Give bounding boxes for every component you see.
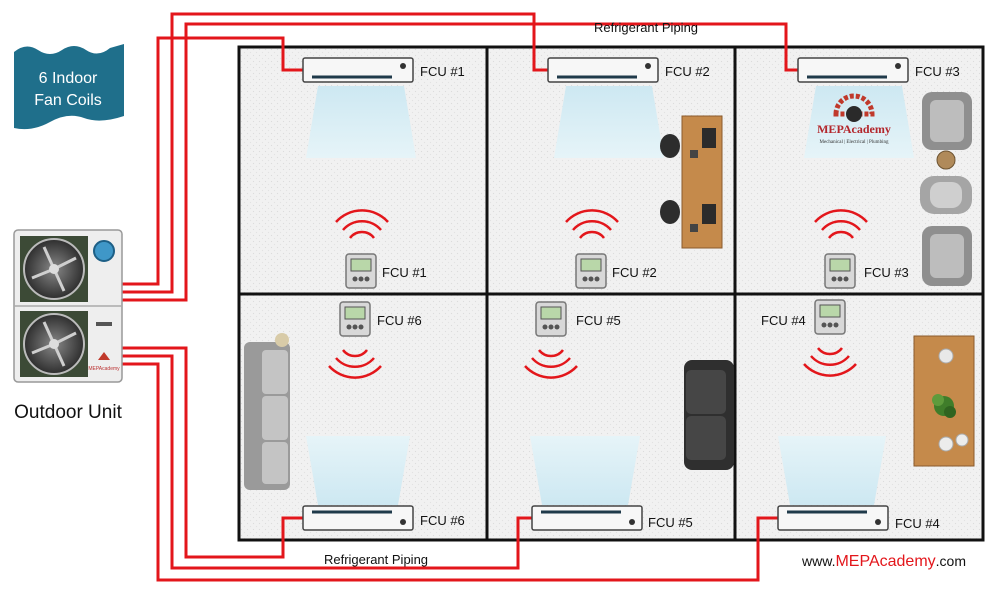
website-prefix: www. [801, 553, 835, 569]
wireless-signal-icon [565, 209, 619, 239]
thermostat-2: FCU #2 [565, 209, 657, 289]
brand-badge-icon [93, 240, 115, 262]
airflow-cone-2 [554, 86, 664, 158]
vase-icon [938, 348, 954, 364]
banner-line2: Fan Coils [34, 92, 102, 109]
thermostat-4: FCU #4 [761, 299, 857, 377]
outdoor-unit-brand: MEPAcademy [88, 366, 120, 372]
wireless-signal-icon [328, 349, 382, 379]
fan-coil-unit-1 [302, 57, 414, 83]
thermostat-label-3: FCU #3 [864, 265, 909, 280]
fcu-label-4: FCU #4 [895, 516, 940, 531]
fcu-label-1: FCU #1 [420, 64, 465, 79]
thermostat-1: FCU #1 [335, 209, 427, 289]
fcu-label-3: FCU #3 [915, 64, 960, 79]
office-chair-icon [660, 200, 680, 224]
fan-coil-unit-5 [531, 505, 643, 531]
thermostat-label-5: FCU #5 [576, 313, 621, 328]
airflow-cone-1 [306, 86, 416, 158]
nameplate [96, 322, 112, 326]
thermostat-label-2: FCU #2 [612, 265, 657, 280]
logo-name: MEPAcademy [817, 122, 891, 136]
fcu-bottom-row [302, 505, 889, 531]
fcu-label-2: FCU #2 [665, 64, 710, 79]
sofa [244, 333, 290, 490]
fcu-labels: FCU #1 FCU #2 FCU #3 FCU #6 FCU #5 FCU #… [420, 64, 960, 531]
decor-ball-icon [938, 436, 954, 452]
decor-ball-icon [955, 433, 969, 447]
airflow-cone-6 [306, 436, 410, 505]
banner-shape [14, 44, 124, 130]
logo-tagline: Mechanical | Electrical | Plumbing [820, 140, 889, 145]
banner: 6 Indoor Fan Coils [14, 44, 124, 130]
mepacademy-logo: MEPAcademy Mechanical | Electrical | Plu… [817, 93, 891, 145]
thermostat-label-1: FCU #1 [382, 265, 427, 280]
airflow-cone-3 [804, 86, 914, 158]
fcu-top-row [302, 57, 909, 83]
gear-logo-icon [833, 93, 875, 117]
fan-coil-unit-4 [777, 505, 889, 531]
console-table [913, 335, 975, 467]
refrigerant-piping [122, 12, 798, 582]
piping-label-top: Refrigerant Piping [594, 20, 698, 35]
pipe-fcu-3 [122, 22, 798, 302]
wireless-signal-icon [814, 209, 868, 239]
lamp-icon [275, 333, 289, 347]
furniture [244, 92, 975, 490]
website-suffix: .com [936, 553, 966, 569]
outdoor-unit: MEPAcademy Outdoor Unit [13, 229, 123, 423]
thermostat-label-4: FCU #4 [761, 313, 806, 328]
pipe-fcu-4 [122, 362, 778, 582]
leather-sofa [684, 360, 734, 470]
airflow-bottom [306, 436, 886, 505]
airflow-cone-4 [778, 436, 886, 505]
pipe-fcu-6 [122, 346, 303, 559]
wireless-signal-icon [803, 347, 857, 377]
pipe-fcu-1 [122, 36, 303, 286]
gear-logo-icon [98, 352, 110, 360]
website-brand: MEPAcademy [835, 553, 935, 570]
thermostat-3: FCU #3 [814, 209, 909, 289]
airflow-top [306, 86, 914, 158]
outdoor-unit-label: Outdoor Unit [14, 402, 122, 423]
walls [237, 45, 985, 542]
fan-coil-unit-2 [547, 57, 659, 83]
side-table-icon [936, 150, 956, 170]
fcu-label-5: FCU #5 [648, 515, 693, 530]
desk-workstation [660, 115, 723, 249]
banner-line1: 6 Indoor [39, 70, 98, 87]
office-chair-icon [660, 134, 680, 158]
thermostat-label-6: FCU #6 [377, 313, 422, 328]
lounge-chairs [920, 92, 972, 286]
wireless-signal-icon [524, 349, 578, 379]
wireless-signal-icon [335, 209, 389, 239]
fan-coil-unit-3 [797, 57, 909, 83]
airflow-cone-5 [530, 436, 640, 505]
pipe-fcu-5 [122, 354, 532, 570]
thermostat-6: FCU #6 [328, 301, 422, 379]
website-url: www.MEPAcademy.com [801, 553, 966, 570]
thermostat-5: FCU #5 [524, 301, 621, 379]
piping-label-bottom: Refrigerant Piping [324, 552, 428, 567]
pipe-fcu-2 [122, 12, 548, 294]
fcu-label-6: FCU #6 [420, 513, 465, 528]
thermostats: FCU #1 FCU #2 FCU #3 [328, 209, 909, 379]
fan-coil-unit-6 [302, 505, 414, 531]
